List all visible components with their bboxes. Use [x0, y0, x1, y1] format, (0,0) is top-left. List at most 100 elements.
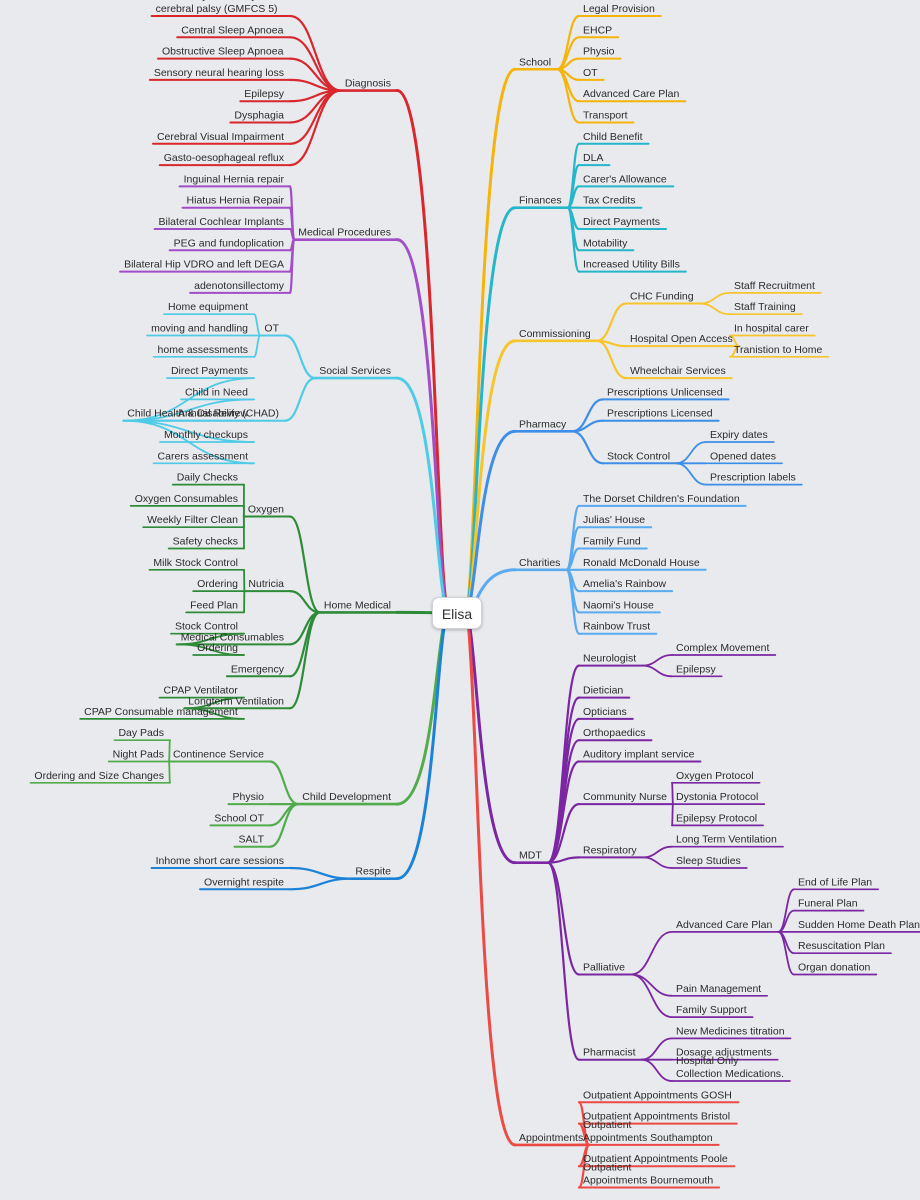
outpatient-appointments-bournemouth-label[interactable]: Appointments Bournemouth	[583, 1175, 713, 1187]
funeral-plan-label[interactable]: Funeral Plan	[798, 898, 858, 910]
family-fund-label[interactable]: Family Fund	[583, 536, 641, 548]
branch-pharmacy-label[interactable]: Pharmacy	[519, 418, 567, 430]
bilateral-dyskinetic-dystonic-cerebral-palsy-gmfcs-5-label[interactable]: cerebral palsy (GMFCS 5)	[156, 3, 278, 15]
staff-recruitment-label[interactable]: Staff Recruitment	[734, 280, 815, 292]
milk-stock-control-label[interactable]: Milk Stock Control	[153, 557, 238, 569]
pain-management-label[interactable]: Pain Management	[676, 983, 761, 995]
neurologist-label[interactable]: Neurologist	[583, 653, 636, 665]
wheelchair-services-label[interactable]: Wheelchair Services	[630, 365, 726, 377]
dla-label[interactable]: DLA	[583, 152, 603, 164]
adenotonsillectomy-label[interactable]: adenotonsillectomy	[194, 280, 285, 292]
branch-respite-label[interactable]: Respite	[355, 866, 391, 878]
ordering-label[interactable]: Ordering	[197, 642, 238, 654]
orthopaedics-label[interactable]: Orthopaedics	[583, 727, 645, 739]
ehcp-label[interactable]: EHCP	[583, 24, 612, 36]
pharmacist-label[interactable]: Pharmacist	[583, 1047, 636, 1059]
long-term-ventilation-label[interactable]: Long Term Ventilation	[676, 834, 777, 846]
continence-service-label[interactable]: Continence Service	[173, 749, 264, 761]
ordering-label[interactable]: Ordering	[197, 578, 238, 590]
julias-house-label[interactable]: Julias' House	[583, 514, 645, 526]
branch-diagnosis-label[interactable]: Diagnosis	[345, 78, 391, 90]
physio-label[interactable]: Physio	[583, 46, 615, 58]
physio-label[interactable]: Physio	[232, 791, 264, 803]
moving-and-handling-label[interactable]: moving and handling	[151, 323, 248, 335]
branch-finances-label[interactable]: Finances	[519, 195, 562, 207]
branch-mdt-label[interactable]: MDT	[519, 850, 542, 862]
cerebral-visual-impairment-label[interactable]: Cerebral Visual Impairment	[157, 131, 284, 143]
hospital-open-access-label[interactable]: Hospital Open Access	[630, 333, 733, 345]
naomi-s-house-label[interactable]: Naomi's House	[583, 599, 654, 611]
branch-child-development-label[interactable]: Child Development	[302, 791, 391, 803]
annual-review-label[interactable]: Annual Review	[178, 408, 248, 420]
opened-dates-label[interactable]: Opened dates	[710, 450, 776, 462]
inhome-short-care-sessions-label[interactable]: Inhome short care sessions	[156, 855, 284, 867]
daily-checks-label[interactable]: Daily Checks	[177, 472, 238, 484]
expiry-dates-label[interactable]: Expiry dates	[710, 429, 768, 441]
branch-medical-procedures-label[interactable]: Medical Procedures	[298, 227, 391, 239]
sensory-neural-hearing-loss-label[interactable]: Sensory neural hearing loss	[154, 67, 284, 79]
monthly-checkups-label[interactable]: Monthly checkups	[164, 429, 248, 441]
central-node[interactable]: Elisa	[432, 597, 482, 629]
longterm-ventilation-label[interactable]: Longterm Ventilation	[188, 695, 284, 707]
family-support-label[interactable]: Family Support	[676, 1004, 747, 1016]
stock-control-label[interactable]: Stock Control	[607, 450, 670, 462]
epilepsy-label[interactable]: Epilepsy	[676, 663, 716, 675]
emergency-label[interactable]: Emergency	[231, 663, 285, 675]
opticians-label[interactable]: Opticians	[583, 706, 627, 718]
outpatient-appointments-southampton-label[interactable]: Outpatient	[583, 1119, 632, 1131]
dietician-label[interactable]: Dietician	[583, 685, 623, 697]
child-benefit-label[interactable]: Child Benefit	[583, 131, 643, 143]
auditory-implant-service-label[interactable]: Auditory implant service	[583, 749, 695, 761]
sleep-studies-label[interactable]: Sleep Studies	[676, 855, 741, 867]
prescription-labels-label[interactable]: Prescription labels	[710, 472, 796, 484]
advanced-care-plan-label[interactable]: Advanced Care Plan	[676, 919, 772, 931]
gasto-oesophageal-reflux-label[interactable]: Gasto-oesophageal reflux	[164, 152, 285, 164]
outpatient-appointments-poole-label[interactable]: Outpatient Appointments Poole	[583, 1153, 728, 1165]
nutricia-label[interactable]: Nutricia	[248, 578, 284, 590]
outpatient-appointments-gosh-label[interactable]: Outpatient Appointments GOSH	[583, 1089, 732, 1101]
bilateral-cochlear-implants-label[interactable]: Bilateral Cochlear Implants	[159, 216, 284, 228]
chc-funding-label[interactable]: CHC Funding	[630, 291, 694, 303]
increased-utility-bills-label[interactable]: Increased Utility Bills	[583, 259, 680, 271]
carers-assessment-label[interactable]: Carers assessment	[158, 450, 249, 462]
dosage-adjustments-label[interactable]: Dosage adjustments	[676, 1047, 772, 1059]
oxygen-label[interactable]: Oxygen	[248, 504, 284, 516]
hospital-only-collection-medications-label[interactable]: Collection Medications.	[676, 1068, 784, 1080]
prescriptions-licensed-label[interactable]: Prescriptions Licensed	[607, 408, 713, 420]
hiatus-hernia-repair-label[interactable]: Hiatus Hernia Repair	[187, 195, 285, 207]
home-equipment-label[interactable]: Home equipment	[168, 301, 248, 313]
community-nurse-label[interactable]: Community Nurse	[583, 791, 667, 803]
respiratory-label[interactable]: Respiratory	[583, 844, 637, 856]
the-dorset-children-s-foundation-label[interactable]: The Dorset Children's Foundation	[583, 493, 740, 505]
outpatient-appointments-bristol-label[interactable]: Outpatient Appointments Bristol	[583, 1111, 730, 1123]
branch-commissioning-label[interactable]: Commissioning	[519, 328, 591, 340]
branch-home-medical-label[interactable]: Home Medical	[324, 599, 391, 611]
safety-checks-label[interactable]: Safety checks	[173, 536, 238, 548]
outpatient-appointments-bournemouth-label[interactable]: Outpatient	[583, 1162, 632, 1174]
child-in-need-label[interactable]: Child in Need	[185, 386, 248, 398]
dystonia-protocol-label[interactable]: Dystonia Protocol	[676, 791, 758, 803]
bilateral-dyskinetic-dystonic-cerebral-palsy-gmfcs-5-label[interactable]: Bilateral dyskinetic/dystonic	[156, 0, 284, 2]
overnight-respite-label[interactable]: Overnight respite	[204, 876, 284, 888]
home-assessments-label[interactable]: home assessments	[158, 344, 248, 356]
cpap-ventilator-label[interactable]: CPAP Ventilator	[163, 685, 238, 697]
staff-training-label[interactable]: Staff Training	[734, 301, 796, 313]
sudden-home-death-plan-label[interactable]: Sudden Home Death Plan	[798, 919, 920, 931]
tax-credits-label[interactable]: Tax Credits	[583, 195, 636, 207]
branch-social-services-label[interactable]: Social Services	[319, 365, 391, 377]
direct-payments-label[interactable]: Direct Payments	[583, 216, 660, 228]
new-medicines-titration-label[interactable]: New Medicines titration	[676, 1025, 785, 1037]
school-ot-label[interactable]: School OT	[214, 812, 264, 824]
legal-provision-label[interactable]: Legal Provision	[583, 3, 655, 15]
resuscitation-plan-label[interactable]: Resuscitation Plan	[798, 940, 885, 952]
oxygen-consumables-label[interactable]: Oxygen Consumables	[135, 493, 238, 505]
obstructive-sleep-apnoea-label[interactable]: Obstructive Sleep Apnoea	[162, 46, 284, 58]
oxygen-protocol-label[interactable]: Oxygen Protocol	[676, 770, 754, 782]
feed-plan-label[interactable]: Feed Plan	[190, 599, 238, 611]
branch-appointments-label[interactable]: Appointments	[519, 1132, 583, 1144]
ot-label[interactable]: OT	[264, 323, 279, 335]
in-hospital-carer-label[interactable]: In hospital carer	[734, 323, 809, 335]
epilepsy-label[interactable]: Epilepsy	[244, 88, 284, 100]
amelia-s-rainbow-label[interactable]: Amelia's Rainbow	[583, 578, 667, 590]
carer-s-allowance-label[interactable]: Carer's Allowance	[583, 173, 667, 185]
